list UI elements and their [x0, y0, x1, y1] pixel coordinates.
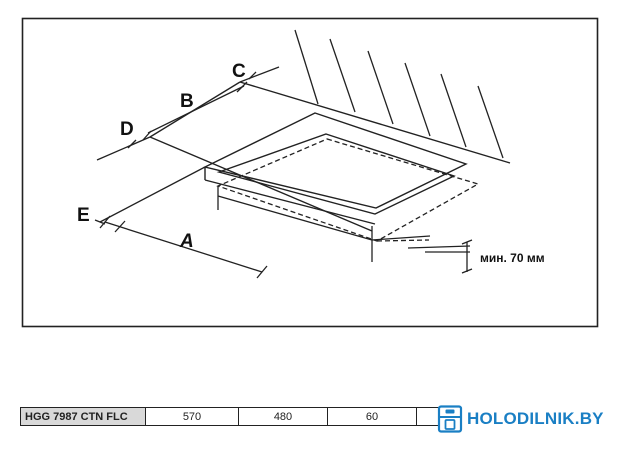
- label-a: A: [179, 231, 194, 252]
- label-e: E: [77, 205, 90, 226]
- model-cell: HGG 7987 CTN FLC: [20, 407, 146, 426]
- label-d: D: [120, 119, 134, 140]
- spec-table: HGG 7987 CTN FLC 570 480 60: [20, 407, 439, 426]
- cutout-outline: [216, 138, 480, 242]
- dimension-min-70: [461, 239, 473, 274]
- hob-outline: [202, 112, 468, 225]
- value-c-cell: 60: [327, 407, 417, 426]
- value-a-cell: 570: [145, 407, 239, 426]
- label-c: C: [232, 61, 246, 82]
- table-row: HGG 7987 CTN FLC 570 480 60: [20, 407, 439, 426]
- countertop: [149, 81, 511, 232]
- dimension-b: [147, 81, 248, 134]
- fridge-icon: [437, 405, 463, 433]
- installation-diagram: A B C D E мин. 70 мм: [21, 17, 599, 328]
- label-b: B: [180, 91, 194, 112]
- brand-name: HOLODILNIK.BY: [467, 409, 604, 428]
- underside-lines: [217, 186, 471, 262]
- value-d-cell: [416, 407, 439, 426]
- brand-logo: HOLODILNIK.BY: [437, 404, 604, 434]
- dimension-e: [94, 166, 206, 225]
- value-b-cell: 480: [238, 407, 328, 426]
- min-70-note: мин. 70 мм: [480, 251, 545, 265]
- diagram-frame: [21, 17, 599, 328]
- dimension-c: [239, 66, 280, 83]
- wall-hatching: [294, 29, 504, 159]
